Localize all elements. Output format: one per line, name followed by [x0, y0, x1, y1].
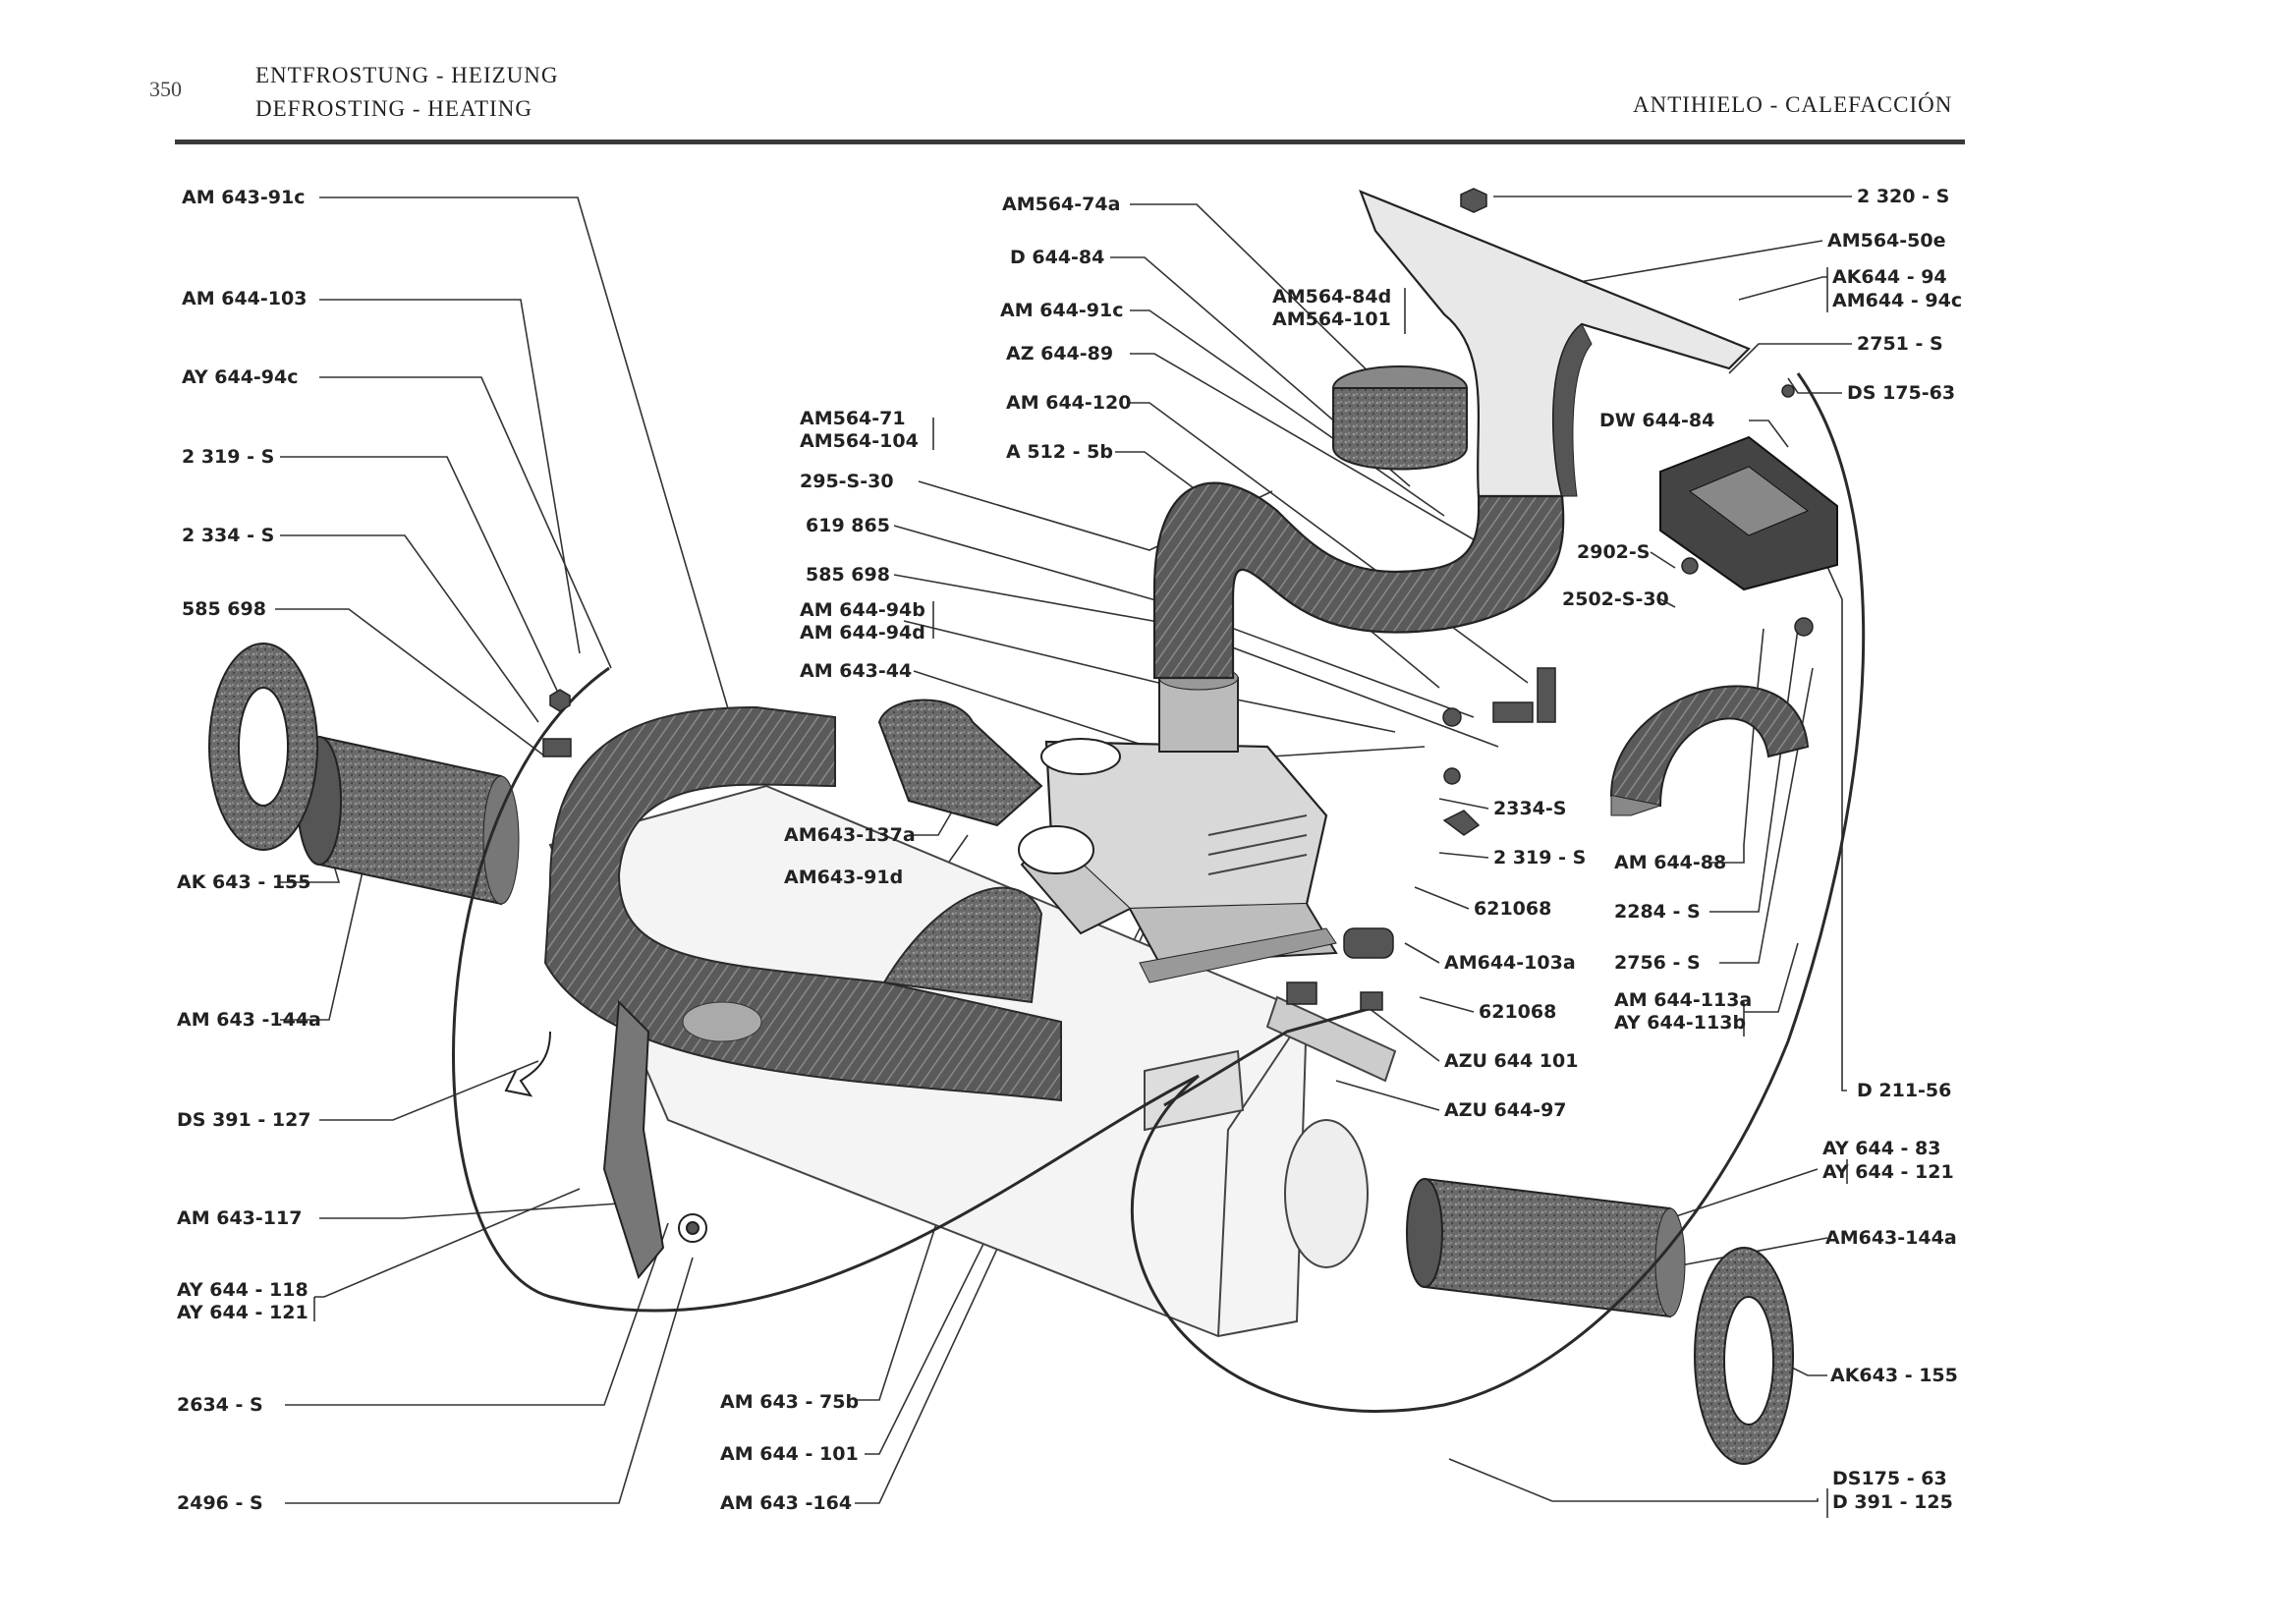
part-label: AY 644-94c [182, 366, 299, 388]
part-label: 2 334 - S [182, 525, 275, 546]
left-seal-ring [208, 643, 318, 851]
control-bracket [1659, 435, 1838, 591]
part-label: AM 643 -164 [720, 1492, 853, 1514]
part-label: AM 644 - 101 [720, 1443, 859, 1465]
part-label: 295-S-30 [800, 471, 894, 492]
title-german: ENTFROSTUNG - HEIZUNG [255, 63, 559, 87]
part-label: DS 175-63 [1847, 382, 1956, 404]
part-label: AM644-103a [1444, 952, 1576, 974]
part-label: AM564-101 [1272, 308, 1391, 330]
left-sleeve [297, 735, 520, 906]
part-label: 585 698 [182, 598, 266, 620]
part-label: 619 865 [806, 515, 890, 536]
flexible-hose [1152, 481, 1565, 680]
part-label: AM 643-117 [177, 1207, 303, 1229]
title-english: DEFROSTING - HEATING [255, 96, 532, 121]
part-label: AM 644-120 [1006, 392, 1132, 414]
cone-nozzle [877, 699, 1043, 827]
part-label: 2334-S [1493, 798, 1567, 819]
part-label: 2 319 - S [182, 446, 275, 468]
part-label: 2634 - S [177, 1394, 263, 1416]
right-seal-ring [1694, 1247, 1794, 1465]
part-label: 2756 - S [1614, 952, 1701, 974]
part-label: AM 644-94b [800, 599, 925, 621]
part-label: AY 644-113b [1614, 1012, 1747, 1034]
header-rule [175, 140, 1965, 144]
part-label: 621068 [1479, 1001, 1557, 1023]
heater-hose-assembly [543, 705, 1062, 1102]
page-number: 350 [149, 77, 182, 101]
part-label: AY 644 - 121 [177, 1302, 308, 1323]
lever-arm [504, 999, 707, 1280]
part-label: A 512 - 5b [1006, 441, 1113, 463]
part-label: AY 644 - 83 [1822, 1138, 1941, 1159]
part-label: 2 320 - S [1857, 186, 1950, 207]
right-sleeve [1406, 1177, 1686, 1318]
part-label: AK 643 - 155 [177, 871, 311, 893]
part-label: AM 644-91c [1000, 300, 1124, 321]
part-label: AY 644 - 118 [177, 1279, 308, 1301]
part-label: 2902-S [1577, 541, 1651, 563]
part-label: AM 644-103 [182, 288, 308, 309]
part-label: AM 644-113a [1614, 989, 1753, 1011]
part-label: AM643-91d [784, 867, 904, 888]
part-label: AZ 644-89 [1006, 343, 1114, 364]
part-label: AM643-144a [1825, 1227, 1957, 1249]
part-label: AM643-137a [784, 824, 916, 846]
part-label: AY 644 - 121 [1822, 1161, 1954, 1183]
part-label: AZU 644 101 [1444, 1050, 1579, 1072]
part-label: 585 698 [806, 564, 890, 586]
part-label: DS 391 - 127 [177, 1109, 311, 1131]
part-label: AM564-104 [800, 430, 919, 452]
title-spanish: ANTIHIELO - CALEFACCIÓN [1633, 92, 1953, 117]
leader-lines-left [275, 196, 733, 1504]
part-label: D 391 - 125 [1832, 1491, 1953, 1513]
defroster-duct [1359, 190, 1751, 498]
part-label: AM564-84d [1272, 286, 1392, 308]
part-label: D 211-56 [1857, 1080, 1952, 1101]
part-label: AM564-74a [1002, 194, 1121, 215]
part-label: 2496 - S [177, 1492, 263, 1514]
control-cables [452, 372, 1866, 1413]
part-label: DW 644-84 [1599, 410, 1715, 431]
part-label: 2284 - S [1614, 901, 1701, 923]
part-label: DS175 - 63 [1832, 1468, 1947, 1489]
part-label: AK643 - 155 [1830, 1365, 1958, 1386]
part-label: AM 643-44 [800, 660, 913, 682]
part-label: AM 643 -144a [177, 1009, 321, 1031]
part-label: 2 319 - S [1493, 847, 1587, 868]
part-label: AM 643 - 75b [720, 1391, 860, 1413]
fasteners [542, 188, 1814, 1011]
part-label: AK644 - 94 [1832, 266, 1947, 288]
part-label: AM644 - 94c [1832, 290, 1963, 311]
band-clamp [1609, 685, 1810, 816]
part-label: AM 644-94d [800, 622, 925, 644]
part-label: AM 643-91c [182, 187, 306, 208]
part-label: AM 644-88 [1614, 852, 1727, 873]
part-label: 2502-S-30 [1562, 588, 1669, 610]
part-label: 621068 [1474, 898, 1552, 920]
distributor-box [1018, 665, 1338, 983]
part-label: 2751 - S [1857, 333, 1943, 355]
part-label: D 644-84 [1010, 247, 1105, 268]
part-label: AZU 644-97 [1444, 1099, 1567, 1121]
part-label: AM564-71 [800, 408, 906, 429]
foam-pad [1332, 365, 1468, 471]
part-label: AM564-50e [1827, 230, 1946, 252]
